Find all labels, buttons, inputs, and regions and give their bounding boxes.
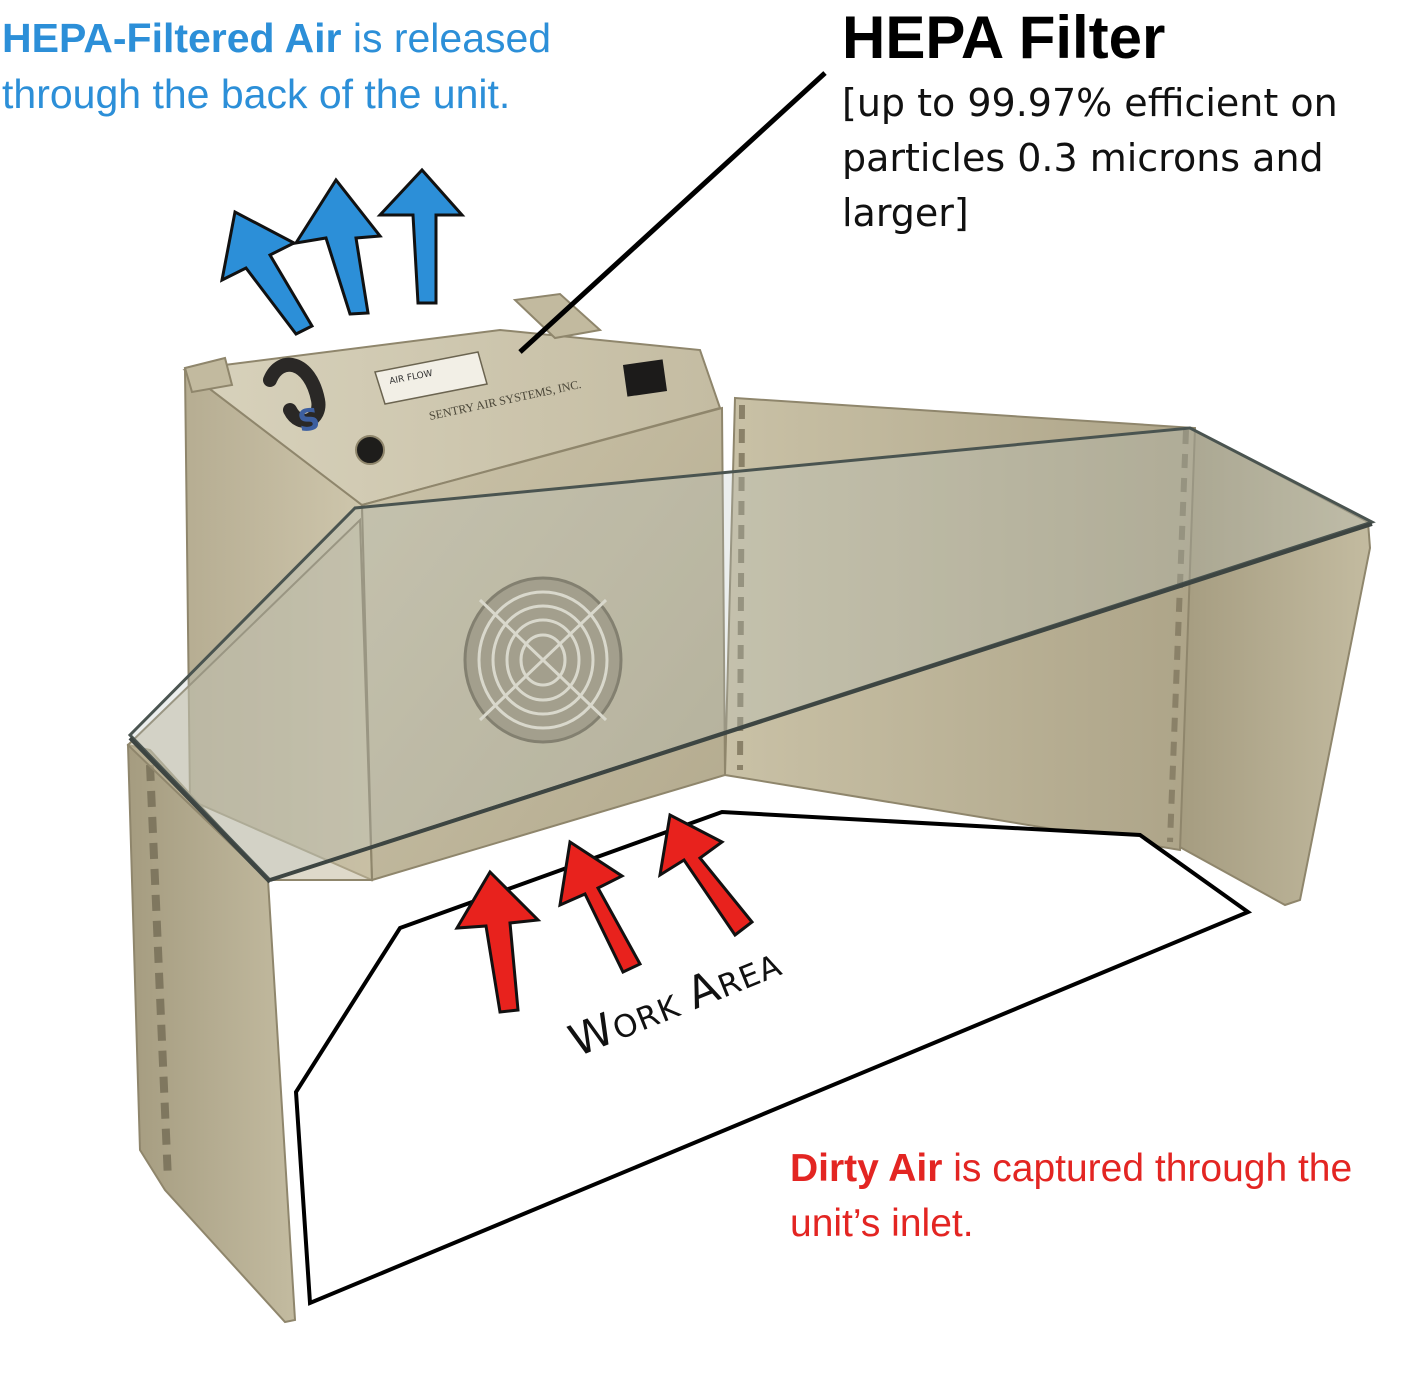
blue-arrow-1 — [219, 209, 315, 336]
housing-top — [182, 328, 722, 507]
left-side-panel — [126, 517, 374, 881]
fan-grille — [463, 576, 623, 744]
dirty-air-bold: Dirty Air — [790, 1147, 943, 1190]
hepa-leader-line — [518, 71, 827, 354]
dirty-air-arrows — [454, 812, 755, 1014]
red-arrow-3 — [657, 812, 755, 938]
hepa-filter-description: [up to 99.97% efficient on particles 0.3… — [842, 81, 1338, 235]
blue-arrow-3 — [376, 167, 466, 305]
filtered-air-bold: HEPA-Filtered Air — [2, 15, 342, 61]
right-back-panel — [723, 396, 1197, 852]
top-flange-left — [183, 356, 234, 394]
filtered-air-text: is released through the back of the unit… — [2, 15, 552, 117]
center-hinge — [737, 404, 745, 771]
power-cord — [263, 357, 326, 428]
acrylic-shield-front-edge — [128, 736, 272, 884]
work-area-outline — [293, 809, 1253, 1306]
red-arrow-2 — [558, 839, 643, 974]
right-hinge — [1167, 429, 1189, 843]
dirty-air-text: is captured through the unit’s inlet. — [790, 1147, 1353, 1245]
acrylic-shield-long-edge — [269, 522, 1373, 882]
control-knob — [355, 435, 385, 465]
red-arrow-1 — [454, 869, 542, 1014]
unit-label-plate: AIR FLOW — [374, 351, 488, 405]
filtered-air-arrows — [219, 167, 466, 336]
hepa-filter-title: HEPA Filter — [842, 4, 1166, 71]
dirty-air-callout: Dirty Air is captured through the unit’s… — [790, 1141, 1400, 1251]
filtered-air-callout: HEPA-Filtered Air is released through th… — [2, 10, 602, 122]
blue-arrow-2 — [292, 177, 383, 316]
left-hinge — [146, 764, 172, 1181]
power-switch — [622, 359, 668, 397]
